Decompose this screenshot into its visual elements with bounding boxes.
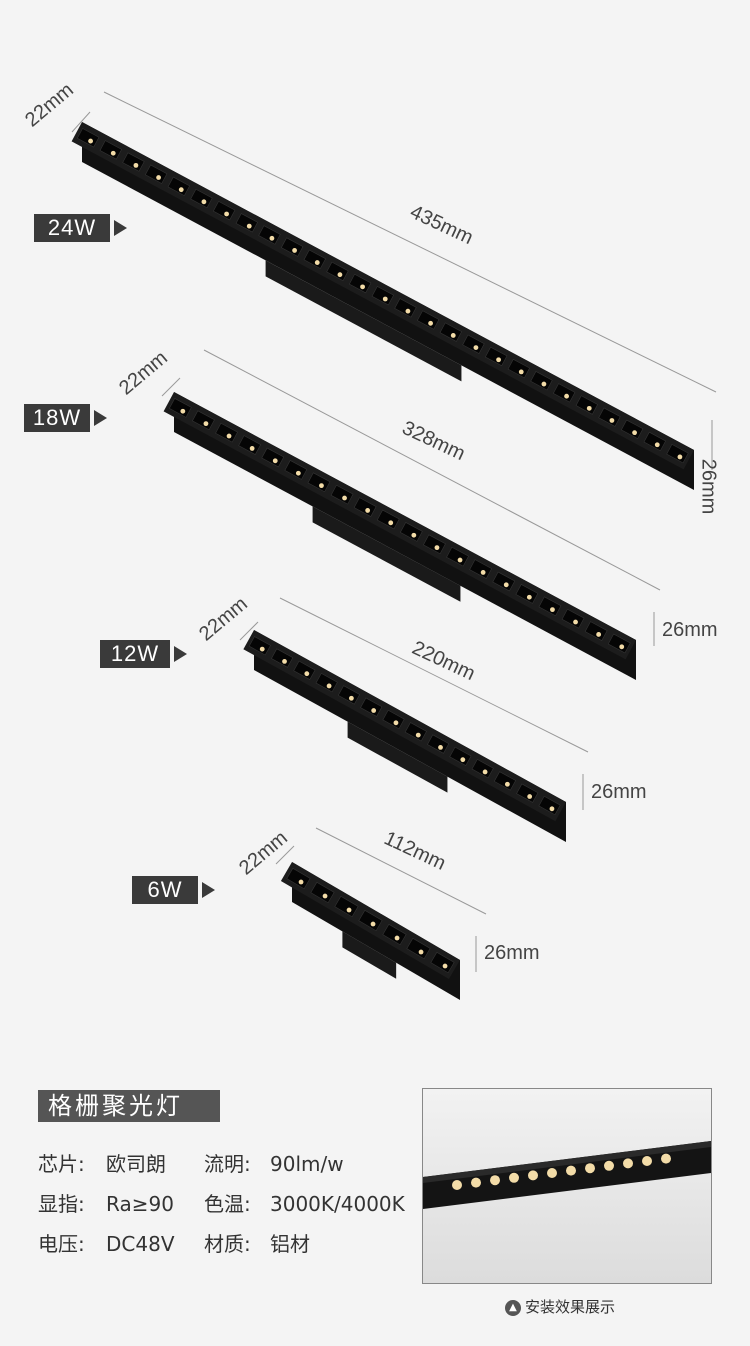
spec-key: 流明: [204,1152,251,1176]
badge-arrow-icon [114,220,127,236]
spec-row: 电压: DC48V 材质: 铝材 [38,1228,310,1257]
dimension-line [103,91,717,393]
height-label-18w: 26mm [662,619,718,641]
led-dot [490,1175,500,1186]
led-dot [642,1156,652,1166]
fixture-12w [243,630,566,842]
spec-title: 格栅聚光灯 [38,1090,220,1122]
watt-badge-24w: 24W [34,214,110,242]
caption-text: 安装效果展示 [525,1298,616,1316]
spec-key: 材质: [204,1232,251,1256]
fixture-6w [280,862,460,1000]
led-dot [661,1153,671,1164]
fixture-24w [71,122,695,490]
photo-caption: ▲安装效果展示 [505,1296,615,1317]
installation-photo [422,1088,712,1284]
spec-value: 欧司朗 [106,1152,166,1176]
spec-key: 显指: [38,1192,85,1216]
height-label-12w: 26mm [591,781,647,803]
spec-value: 铝材 [270,1232,310,1256]
dimension-line [315,827,487,915]
spec-key: 色温: [204,1192,251,1216]
dimension-line [203,349,661,591]
spec-value: Ra≥90 [106,1192,174,1216]
watt-badge-6w: 6W [132,876,198,904]
led-dot [585,1163,595,1174]
triangle-up-icon: ▲ [505,1299,521,1316]
spec-value: DC48V [106,1232,175,1256]
led-dot [528,1170,538,1181]
led-dot [509,1172,519,1183]
dimension-line [239,621,259,641]
badge-arrow-icon [174,646,187,662]
height-label-24w: 26mm [697,458,720,515]
led-dot [566,1165,576,1176]
badge-arrow-icon [94,410,107,426]
dimension-line [71,111,91,133]
led-dot [623,1158,633,1169]
dimension-line [161,377,181,397]
led-dot [547,1168,557,1178]
track-light-photo [423,1089,711,1283]
spec-row: 显指: Ra≥90 色温: 3000K/4000K [38,1188,405,1217]
fixture-18w [163,392,636,680]
led-dot [452,1180,462,1190]
watt-badge-18w: 18W [24,404,90,432]
badge-arrow-icon [202,882,215,898]
spec-value: 3000K/4000K [270,1192,405,1216]
spec-key: 电压: [38,1232,85,1256]
height-label-6w: 26mm [484,942,540,964]
led-dot [471,1177,481,1188]
spec-value: 90lm/w [270,1152,344,1176]
dimension-line [275,845,295,865]
dimension-line [279,597,589,753]
led-dot [604,1160,614,1171]
spec-row: 芯片: 欧司朗 流明: 90lm/w [38,1148,344,1177]
watt-badge-12w: 12W [100,640,170,668]
spec-key: 芯片: [38,1152,85,1176]
product-diagram [71,91,717,1000]
